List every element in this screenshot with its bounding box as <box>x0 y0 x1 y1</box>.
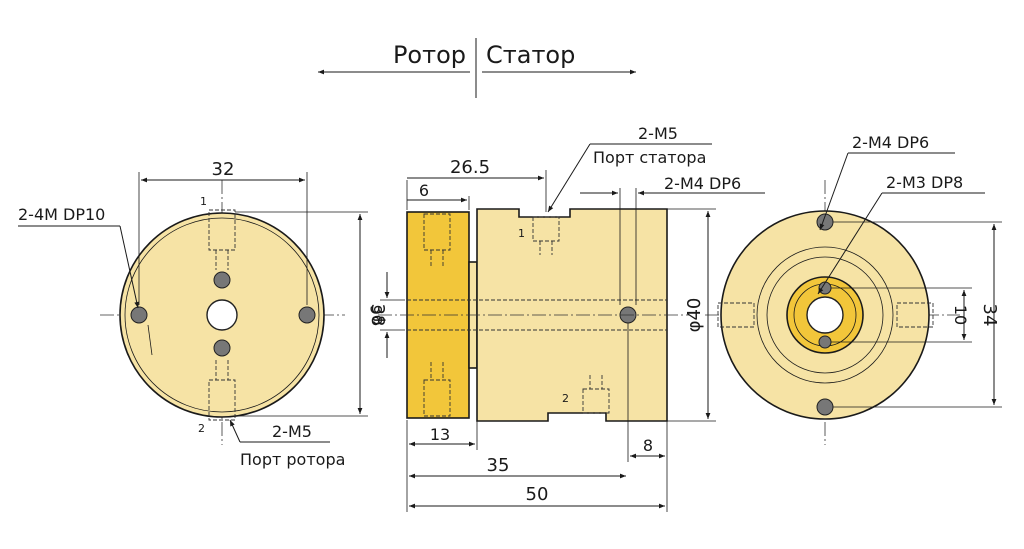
dim-diameter: φ40 <box>684 298 705 333</box>
m3-hole <box>818 335 832 349</box>
rotor-port-callout: 2-M5 <box>272 422 312 441</box>
dim-6: 6 <box>419 181 429 200</box>
port-hole <box>213 339 231 357</box>
rotor-stator-header: Ротор Статор <box>318 38 636 98</box>
stator-port-2-label: 2 <box>562 392 569 405</box>
stator-label: Статор <box>486 41 575 69</box>
stator-bore <box>806 296 844 334</box>
dim-34: 34 <box>979 304 1000 327</box>
mount-callout: 2-4M DP10 <box>18 205 105 224</box>
center-bore <box>206 299 238 331</box>
dim-10: 10 <box>951 305 970 325</box>
mount-hole <box>298 306 316 324</box>
stator-port-1-label: 1 <box>518 227 525 240</box>
port-hole <box>213 271 231 289</box>
rotor-label: Ротор <box>393 41 466 69</box>
mount-hole <box>816 398 834 416</box>
dim-35: 35 <box>487 455 510 476</box>
dim-38: 38 <box>367 304 388 327</box>
right-end-view: 2-M4 DP6 2-M3 DP8 10 34 <box>705 133 1002 445</box>
mount-hole <box>130 306 148 324</box>
dim-13: 13 <box>430 425 450 444</box>
dim-32: 32 <box>212 159 235 180</box>
port-2-label: 2 <box>198 422 205 435</box>
stator-port-label: Порт статора <box>593 148 706 167</box>
port-1-label: 1 <box>200 195 207 208</box>
rotor-body <box>406 211 470 419</box>
dim-50: 50 <box>526 484 549 505</box>
dim-26-5: 26.5 <box>450 157 490 178</box>
rotor-port-label: Порт ротора <box>240 450 345 469</box>
right-m3-callout: 2-M3 DP8 <box>886 173 963 192</box>
side-m4-callout: 2-M4 DP6 <box>664 174 741 193</box>
dim-bore: φ6 <box>367 305 386 326</box>
dim-8: 8 <box>643 436 653 455</box>
side-view: 1 2 6 26.5 φ6 φ40 2-M5 Порт статора <box>367 124 765 512</box>
right-m4-callout: 2-M4 DP6 <box>852 133 929 152</box>
left-end-view: 1 2 32 38 2-4M DP10 2-M5 Порт ротора <box>18 159 388 469</box>
stator-port-callout: 2-M5 <box>638 124 678 143</box>
